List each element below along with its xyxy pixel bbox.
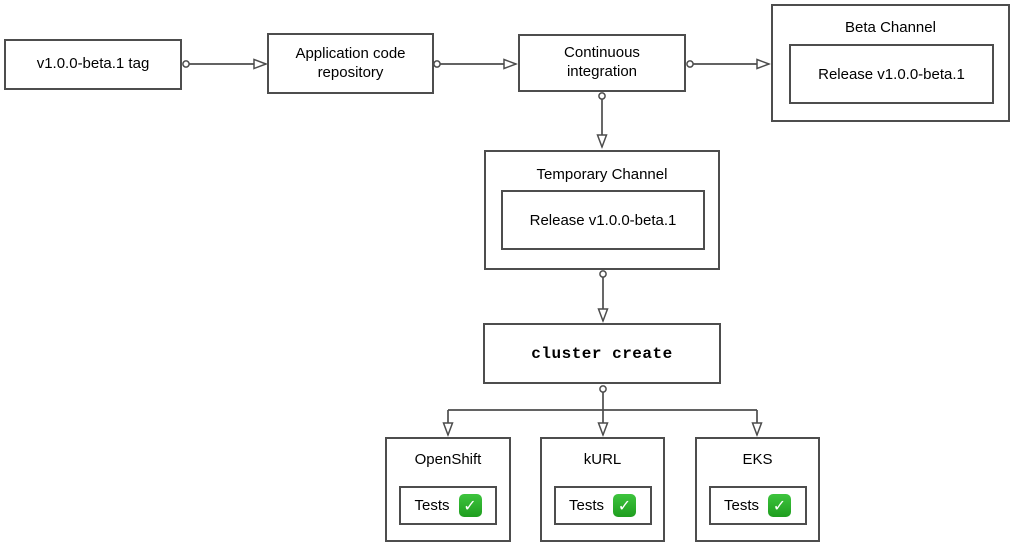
node-cluster-create: cluster create [483, 323, 721, 384]
node-openshift: OpenShift Tests ✓ [385, 437, 511, 542]
kurl-tests-box: Tests ✓ [553, 486, 652, 525]
node-eks: EKS Tests ✓ [695, 437, 820, 542]
beta-channel-release-label: Release v1.0.0-beta.1 [818, 65, 965, 83]
node-continuous-integration: Continuous integration [518, 34, 686, 92]
kurl-title: kURL [583, 451, 622, 468]
check-mark-icon: ✓ [768, 494, 791, 517]
openshift-tests-box: Tests ✓ [399, 486, 497, 525]
temporary-channel-title: Temporary Channel [536, 166, 668, 183]
temporary-channel-release-box: Release v1.0.0-beta.1 [501, 190, 705, 250]
openshift-tests-label: Tests [414, 497, 450, 514]
node-temporary-channel: Temporary Channel Release v1.0.0-beta.1 [484, 150, 720, 270]
openshift-title: OpenShift [414, 451, 482, 468]
check-mark-icon: ✓ [458, 494, 482, 517]
node-application-code-repository: Application code repository [267, 33, 434, 94]
check-mark-icon: ✓ [613, 494, 636, 517]
eks-title: EKS [742, 451, 773, 468]
node-version-tag-label: v1.0.0-beta.1 tag [36, 55, 150, 73]
node-version-tag: v1.0.0-beta.1 tag [4, 39, 182, 90]
node-kurl: kURL Tests ✓ [540, 437, 665, 542]
cluster-create-label: cluster create [531, 344, 673, 363]
beta-channel-release-box: Release v1.0.0-beta.1 [789, 44, 994, 104]
eks-tests-box: Tests ✓ [708, 486, 807, 525]
node-application-code-repository-label: Application code repository [295, 44, 406, 81]
node-continuous-integration-label: Continuous integration [564, 44, 640, 80]
kurl-tests-label: Tests [568, 497, 604, 514]
beta-channel-title: Beta Channel [845, 19, 936, 36]
node-beta-channel: Beta Channel Release v1.0.0-beta.1 [771, 4, 1010, 122]
eks-tests-label: Tests [723, 497, 759, 514]
temporary-channel-release-label: Release v1.0.0-beta.1 [529, 211, 677, 229]
